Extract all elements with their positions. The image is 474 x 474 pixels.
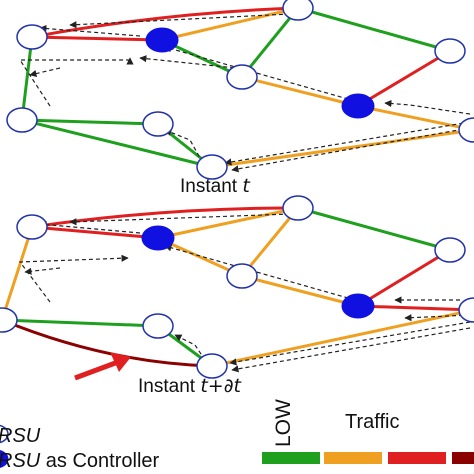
bottom-link-f-i [1,318,213,368]
top-rsu-node-a [16,24,48,50]
bottom-link-i-j [211,308,474,368]
top-control-path-2 [69,13,291,29]
bottom-link-a-f [0,226,34,321]
bottom-link-a-c [31,225,159,240]
traffic-scale-segment-3 [388,452,446,464]
bottom-rsu-node-b [282,195,314,221]
top-control-path-3 [164,45,356,102]
bottom-rsu-node-f [0,307,18,333]
bottom-link-h-j [357,304,474,312]
highlight-arrow-head [110,352,131,372]
bottom-controller-node-h [341,293,375,319]
bottom-rsu-node-i [196,353,228,379]
top-link-b-e [297,6,451,53]
top-controller-node-h [341,93,375,119]
bottom-control-path-4 [18,254,129,303]
top-link-c-b [161,6,299,42]
top-control-path-7 [224,121,471,166]
top-link-a-c [31,35,163,42]
bottom-control-path-1 [39,220,141,234]
bottom-control-path-6 [404,314,471,322]
bottom-link-b-d [240,207,300,277]
traffic-low-label: LOW [272,399,295,447]
highlight-arrow-shaft [74,359,119,381]
bottom-control-path-3 [164,244,356,301]
top-control-path-8 [231,127,471,173]
top-rsu-node-g [142,111,174,137]
top-control-path-10 [29,67,61,78]
top-rsu-node-b [282,0,314,21]
legend-controller-label: RSU as Controller [0,450,160,472]
bottom-link-f-g [1,318,159,328]
traffic-scale-segment-1 [262,452,320,464]
top-link-h-e [357,49,451,108]
caption-instant-t: Instant t [180,175,250,197]
bottom-link-h-e [357,248,451,308]
top-control-path-4 [18,57,134,107]
bottom-controller-node-c [141,225,175,251]
bottom-link-b-e [297,206,451,252]
bottom-control-path-8 [231,327,471,373]
top-link-a-f [20,36,34,121]
top-rsu-node-d [226,64,258,90]
legend-rsu-label: RSU [0,425,41,447]
bottom-rsu-node-e [434,237,466,263]
caption-instant-t-dt: Instant t+∂t [138,375,241,397]
top-control-path-6 [384,99,471,115]
traffic-title: Traffic [345,411,400,433]
bottom-control-path-7 [229,321,471,366]
top-link-b-d [240,7,300,78]
traffic-scale-segment-4 [452,452,474,464]
bottom-link-c-b [157,206,299,240]
top-rsu-node-f [6,107,38,133]
top-rsu-node-e [434,38,466,64]
bottom-rsu-node-g [142,313,174,339]
top-rsu-node-i [196,154,228,180]
top-link-h-j [357,104,474,132]
legend-rsu-symbol [0,424,9,444]
top-control-path-1 [39,24,141,37]
top-rsu-node-j [458,117,474,143]
bottom-rsu-node-a [16,214,48,240]
legend-controller-symbol [0,449,9,469]
bottom-link-a-b [31,206,299,229]
bottom-rsu-node-d [226,263,258,289]
top-link-a-b [31,6,299,39]
top-control-path-5 [139,55,256,71]
top-link-f-g [21,118,159,126]
top-link-d-h [241,75,359,108]
bottom-control-path-2 [69,213,291,226]
top-link-i-j [211,128,474,169]
bottom-control-path-10 [24,267,61,275]
top-link-f-i [21,118,213,169]
bottom-rsu-node-j [458,297,474,323]
bottom-link-d-h [241,274,359,308]
top-controller-node-c [145,27,179,53]
traffic-scale-segment-2 [324,452,382,464]
